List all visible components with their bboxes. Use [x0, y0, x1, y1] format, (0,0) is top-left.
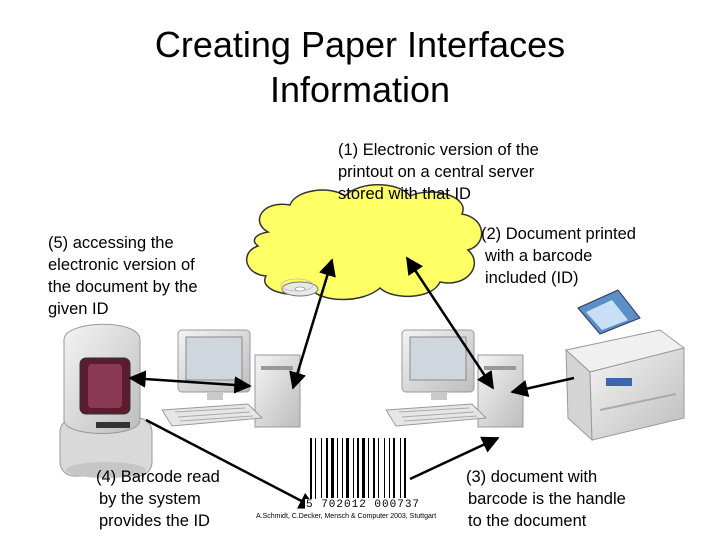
- label-step-3-line: barcode is the handle: [468, 490, 626, 508]
- arrow-printer-to-barcode: [409, 436, 500, 481]
- arrow-scanner-to-barcode: [145, 418, 317, 510]
- barcode-bar: [353, 438, 354, 498]
- barcode-bar: [400, 438, 401, 498]
- barcode-bar: [326, 438, 328, 498]
- label-step-1-line: printout on a central server: [338, 163, 535, 181]
- label-step-4: (4) Barcode read by the system provides …: [96, 466, 220, 532]
- barcode-bar: [315, 438, 316, 504]
- label-step-4-line: by the system: [99, 490, 201, 508]
- barcode-bar: [404, 438, 406, 498]
- label-step-5-line: given ID: [48, 300, 109, 318]
- printer-icon: [564, 289, 686, 442]
- barcode-bar: [362, 438, 365, 498]
- title-line-1: Creating Paper Interfaces: [154, 24, 566, 65]
- label-step-5-line: the document by the: [48, 278, 198, 296]
- arrow-server-to-right-computer: [405, 256, 495, 390]
- arrow-scanner-to-computer: [128, 370, 252, 394]
- label-step-5-line: electronic version of: [48, 256, 195, 274]
- barcode-bar: [310, 438, 312, 504]
- computer-icon: [161, 329, 301, 428]
- barcode-bar: [342, 438, 343, 498]
- slide-title: Creating Paper Interfaces Information: [0, 22, 720, 112]
- arrow-server-to-left-computer: [289, 258, 336, 390]
- barcode-bar: [378, 438, 379, 498]
- barcode-number: 5 702012 000737: [305, 499, 422, 511]
- label-step-5-line: (5) accessing the: [48, 234, 174, 252]
- label-step-4-line: (4) Barcode read: [96, 468, 220, 486]
- label-step-2: (2) Document printed with a barcode incl…: [481, 223, 636, 289]
- barcode-bar: [393, 438, 395, 498]
- label-step-2-line: (2) Document printed: [481, 225, 636, 243]
- label-step-3: (3) document with barcode is the handle …: [466, 466, 626, 532]
- barcode-bar: [368, 438, 369, 498]
- label-step-3-line: (3) document with: [466, 468, 598, 486]
- label-step-1-line: (1) Electronic version of the: [338, 141, 539, 159]
- barcode-bar: [384, 438, 385, 498]
- arrow-printer-to-computer: [510, 376, 575, 398]
- label-step-4-line: provides the ID: [99, 512, 210, 530]
- barcode-bar: [346, 438, 349, 498]
- label-step-5: (5) accessing the electronic version of …: [48, 232, 198, 320]
- barcode-bar: [389, 438, 390, 498]
- barcode-bar: [373, 438, 375, 498]
- label-step-2-line: included (ID): [485, 269, 579, 287]
- arrows: [128, 256, 575, 510]
- label-step-3-line: to the document: [468, 512, 587, 530]
- credit-line: A.Schmidt, C.Decker, Mensch & Computer 2…: [256, 513, 437, 520]
- label-step-1-line: stored with that ID: [338, 185, 471, 203]
- barcode-bar: [357, 438, 359, 498]
- title-line-2: Information: [269, 69, 451, 110]
- label-step-1: (1) Electronic version of the printout o…: [338, 139, 539, 205]
- barcode-bar: [337, 438, 338, 498]
- barcode-bar: [321, 438, 322, 498]
- barcode-scanner-icon: [59, 323, 153, 478]
- barcode-bar: [331, 438, 334, 498]
- computer-icon: [385, 329, 524, 428]
- label-step-2-line: with a barcode: [485, 247, 593, 265]
